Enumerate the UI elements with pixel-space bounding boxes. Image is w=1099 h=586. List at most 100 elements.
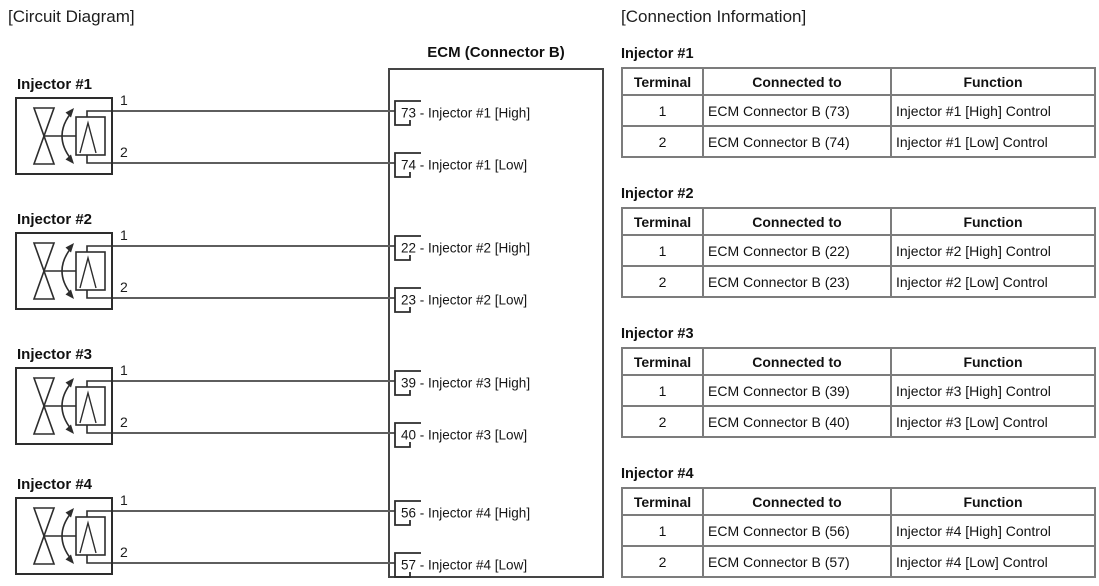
terminal-2-number: 2 (120, 144, 128, 160)
ecm-pin-57: 57 - Injector #4 [Low] (394, 552, 594, 578)
connection-section-injector-4: Injector #4 Terminal Connected to Functi… (621, 466, 1096, 578)
pin-label: 57 - Injector #4 [Low] (401, 557, 528, 573)
circuit-diagram-title: [Circuit Diagram] (8, 7, 135, 26)
terminal-1-number: 1 (120, 227, 128, 243)
ecm-pin-56: 56 - Injector #4 [High] (394, 500, 594, 526)
terminal-2-number: 2 (120, 414, 128, 430)
pin-label: 39 - Injector #3 [High] (401, 375, 531, 391)
wire-high (113, 245, 395, 247)
wire-low (113, 297, 395, 299)
connection-info-title: [Connection Information] (621, 7, 807, 26)
table-cell: 2 (621, 265, 704, 298)
wire-low (113, 162, 395, 164)
table-cell: 1 (621, 94, 704, 127)
ecm-pin-23: 23 - Injector #2 [Low] (394, 287, 594, 313)
section-heading: Injector #1 (621, 46, 694, 62)
column-header: Connected to (702, 487, 892, 516)
terminal-2-number: 2 (120, 544, 128, 560)
table-cell: 2 (621, 545, 704, 578)
pin-label: 40 - Injector #3 [Low] (401, 427, 528, 443)
pin-label: 73 - Injector #1 [High] (401, 105, 531, 121)
wire-high (113, 380, 395, 382)
terminal-1-number: 1 (120, 362, 128, 378)
ecm-pin-22: 22 - Injector #2 [High] (394, 235, 594, 261)
ecm-pin-74: 74 - Injector #1 [Low] (394, 152, 594, 178)
table-row: 2 ECM Connector B (23) Injector #2 [Low]… (621, 265, 1096, 298)
injector-1-label: Injector #1 (17, 76, 93, 93)
column-header: Terminal (621, 347, 704, 376)
column-header: Terminal (621, 207, 704, 236)
table-row: 2 ECM Connector B (74) Injector #1 [Low]… (621, 125, 1096, 158)
table-cell: ECM Connector B (22) (702, 234, 892, 267)
table-cell: Injector #1 [High] Control (890, 94, 1096, 127)
section-heading: Injector #4 (621, 466, 694, 482)
connection-section-injector-2: Injector #2 Terminal Connected to Functi… (621, 186, 1096, 298)
pin-label: 74 - Injector #1 [Low] (401, 157, 528, 173)
column-header: Function (890, 487, 1096, 516)
ecm-connector-label: ECM (Connector B) (427, 44, 565, 61)
ecm-connector-box (388, 68, 604, 578)
wire-high (113, 110, 395, 112)
table-cell: ECM Connector B (39) (702, 374, 892, 407)
table-row: 1 ECM Connector B (56) Injector #4 [High… (621, 514, 1096, 547)
pin-label: 23 - Injector #2 [Low] (401, 292, 528, 308)
table-header-row: Terminal Connected to Function (621, 487, 1096, 516)
ecm-pin-40: 40 - Injector #3 [Low] (394, 422, 594, 448)
table-cell: 1 (621, 374, 704, 407)
terminal-1-number: 1 (120, 92, 128, 108)
pin-bracket-icon (394, 287, 421, 313)
pin-bracket-icon (394, 152, 421, 178)
table-row: 1 ECM Connector B (73) Injector #1 [High… (621, 94, 1096, 127)
injector-4-label: Injector #4 (17, 476, 93, 493)
injector-symbol-icon (15, 232, 113, 310)
pin-label: 22 - Injector #2 [High] (401, 240, 531, 256)
ecm-pin-73: 73 - Injector #1 [High] (394, 100, 594, 126)
table-cell: Injector #3 [Low] Control (890, 405, 1096, 438)
table-cell: 2 (621, 405, 704, 438)
pin-bracket-icon (394, 370, 421, 396)
pin-bracket-icon (394, 552, 421, 578)
table-header-row: Terminal Connected to Function (621, 207, 1096, 236)
column-header: Function (890, 347, 1096, 376)
table-row: 1 ECM Connector B (22) Injector #2 [High… (621, 234, 1096, 267)
connection-table: Terminal Connected to Function 1 ECM Con… (621, 487, 1096, 578)
connection-table: Terminal Connected to Function 1 ECM Con… (621, 207, 1096, 298)
table-cell: ECM Connector B (56) (702, 514, 892, 547)
injector-symbol-icon (15, 367, 113, 445)
table-cell: ECM Connector B (73) (702, 94, 892, 127)
table-cell: Injector #3 [High] Control (890, 374, 1096, 407)
column-header: Connected to (702, 347, 892, 376)
connection-table: Terminal Connected to Function 1 ECM Con… (621, 67, 1096, 158)
terminal-1-number: 1 (120, 492, 128, 508)
wire-low (113, 562, 395, 564)
connection-table: Terminal Connected to Function 1 ECM Con… (621, 347, 1096, 438)
column-header: Connected to (702, 67, 892, 96)
ecm-pin-39: 39 - Injector #3 [High] (394, 370, 594, 396)
table-cell: Injector #2 [Low] Control (890, 265, 1096, 298)
column-header: Function (890, 67, 1096, 96)
table-cell: Injector #4 [Low] Control (890, 545, 1096, 578)
table-cell: 1 (621, 234, 704, 267)
column-header: Terminal (621, 67, 704, 96)
table-row: 2 ECM Connector B (57) Injector #4 [Low]… (621, 545, 1096, 578)
pin-bracket-icon (394, 500, 421, 526)
table-cell: ECM Connector B (23) (702, 265, 892, 298)
pin-bracket-icon (394, 235, 421, 261)
pin-bracket-icon (394, 100, 421, 126)
terminal-2-number: 2 (120, 279, 128, 295)
wire-high (113, 510, 395, 512)
table-cell: 2 (621, 125, 704, 158)
injector-3-label: Injector #3 (17, 346, 93, 363)
connection-section-injector-3: Injector #3 Terminal Connected to Functi… (621, 326, 1096, 438)
table-cell: 1 (621, 514, 704, 547)
injector-symbol-icon (15, 97, 113, 175)
table-cell: Injector #2 [High] Control (890, 234, 1096, 267)
table-row: 1 ECM Connector B (39) Injector #3 [High… (621, 374, 1096, 407)
injector-2-label: Injector #2 (17, 211, 93, 228)
table-cell: Injector #1 [Low] Control (890, 125, 1096, 158)
table-cell: ECM Connector B (40) (702, 405, 892, 438)
table-header-row: Terminal Connected to Function (621, 67, 1096, 96)
injector-symbol-icon (15, 497, 113, 575)
column-header: Terminal (621, 487, 704, 516)
